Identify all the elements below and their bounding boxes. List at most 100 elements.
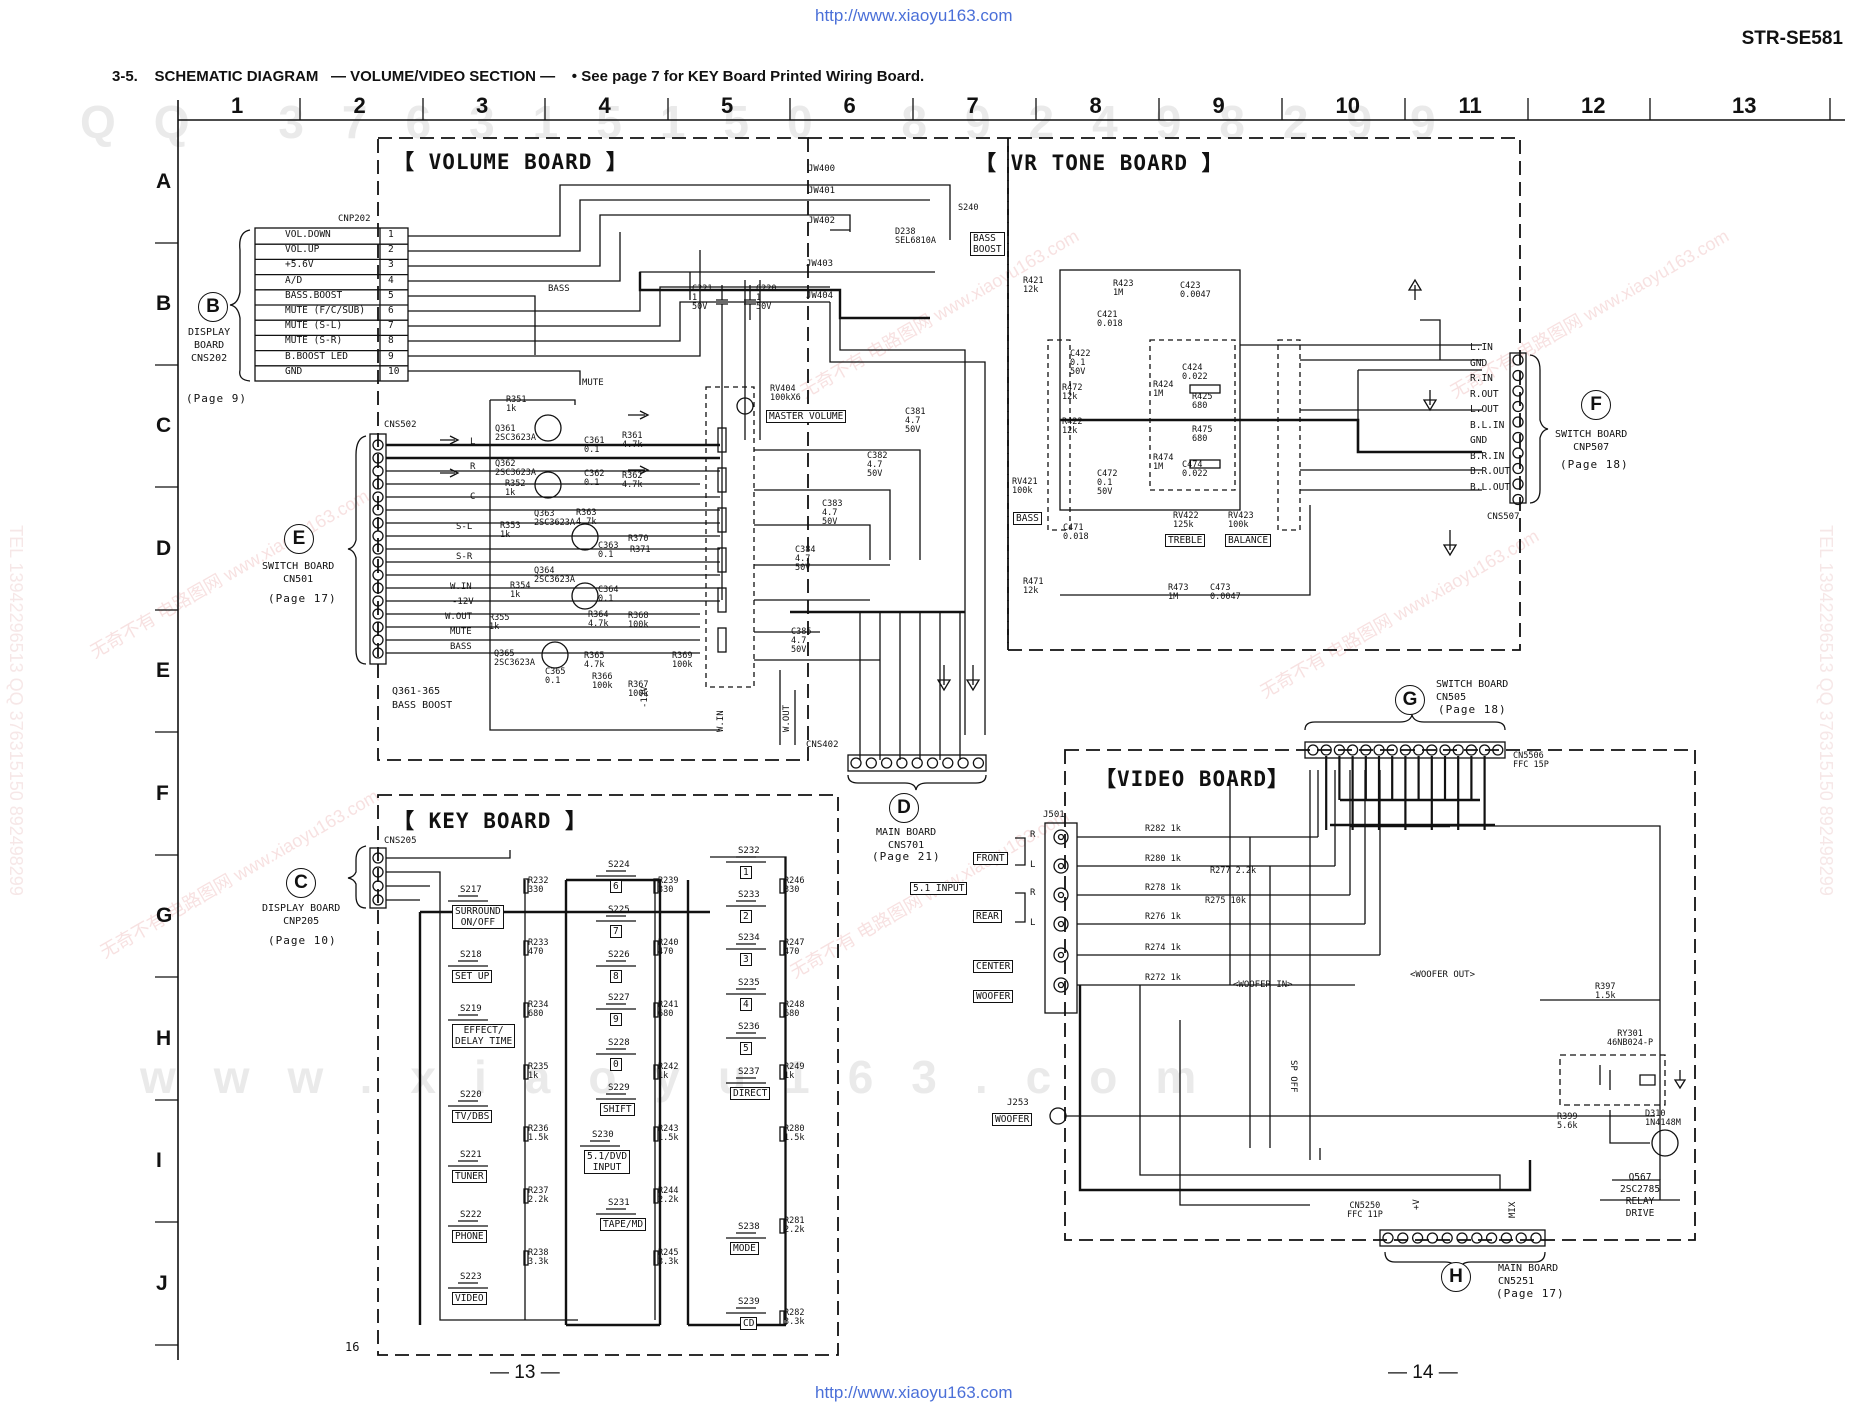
video-jack-label: CENTER <box>973 960 1014 973</box>
key-resistor-label: R248 680 <box>784 1000 805 1019</box>
video-jack-center <box>1057 981 1065 989</box>
key-switch-symbol <box>726 943 766 950</box>
key-switch-label: TUNER <box>452 1170 487 1183</box>
cn5250-pin <box>1500 1232 1513 1244</box>
key-switch-symbol <box>726 1232 766 1239</box>
key-switch-label: CD <box>740 1317 758 1330</box>
page-heading: 3-5. SCHEMATIC DIAGRAM — VOLUME/VIDEO SE… <box>112 68 924 85</box>
woofer-jack-label: WOOFER <box>992 1113 1033 1126</box>
cnp202-pin-name: MUTE (F/C/SUB) <box>285 305 366 316</box>
key-switch-ref: S225 <box>608 905 630 915</box>
callout-page-ref-c: (Page 10) <box>268 934 337 947</box>
cns502-pin <box>372 608 384 620</box>
cns402-ref: CNS402 <box>806 740 839 750</box>
key-switch-label: 9 <box>610 1013 622 1026</box>
key-switch-label: 0 <box>610 1058 622 1071</box>
key-switch-symbol <box>726 988 766 995</box>
video-resistor-label: R282 1k <box>1145 824 1181 834</box>
volume-part-label: Q365 2SC3623A <box>494 649 535 668</box>
cns402-pin <box>942 757 954 769</box>
key-switch-label: SURROUND ON/OFF <box>452 905 504 929</box>
rv404-gang <box>717 627 727 653</box>
callout-circle-h: H <box>1441 1262 1471 1292</box>
cns205-pin <box>372 894 384 906</box>
volume-part-label: C221 1 50V <box>692 284 713 312</box>
vr-tone-part-label: R425 680 <box>1192 392 1213 411</box>
key-switch-label: EFFECT/ DELAY TIME <box>452 1024 516 1048</box>
video-jack <box>1053 858 1069 874</box>
cns507-pin-label: R.OUT <box>1470 388 1499 400</box>
key-resistor-label: R242 1k <box>658 1062 679 1081</box>
cn5250-pin <box>1411 1232 1424 1244</box>
key-switch-ref: S226 <box>608 950 630 960</box>
jumper-jw401: JW401 <box>808 186 836 196</box>
key-switch-symbol <box>596 870 636 877</box>
cns502-pin <box>372 621 384 633</box>
vr-tone-part-label: R422 12k <box>1062 417 1083 436</box>
cns502-signal-label: C <box>470 492 476 502</box>
key-resistor-label: R239 330 <box>658 876 679 895</box>
video-resistor-label: R276 1k <box>1145 912 1181 922</box>
callout-board-name-e: SWITCH BOARD CN501 <box>262 561 335 585</box>
cns507-pin <box>1512 478 1524 490</box>
video-jack-label: WOOFER <box>973 990 1014 1003</box>
volume-part-label: R353 1k <box>500 521 521 540</box>
cns507-pin-label: GND <box>1470 435 1488 446</box>
key-switch-symbol <box>726 1077 766 1084</box>
key-switch-label: 1 <box>740 866 752 879</box>
volume-part-label: R370 <box>628 534 649 544</box>
watermark-qq: QQ 376315150 892498299 <box>80 96 1474 148</box>
source-url-top[interactable]: http://www.xiaoyu163.com <box>815 6 1013 25</box>
cns502-pin <box>372 556 384 568</box>
key-resistor-symbol <box>779 878 785 894</box>
grid-column-6: 6 <box>843 93 856 118</box>
bass-control-label: BASS <box>1013 512 1042 525</box>
source-url-bottom[interactable]: http://www.xiaoyu163.com <box>815 1383 1013 1402</box>
rv404-gang <box>717 507 727 533</box>
grid-column-1: 1 <box>231 93 244 118</box>
cns205-pin <box>372 852 384 864</box>
key-resistor-symbol <box>523 1126 529 1142</box>
bass-boost-switch-label: BASS BOOST <box>970 232 1005 256</box>
cnp202-pin-name: VOL.UP <box>285 244 320 256</box>
cns402-pin <box>972 757 985 769</box>
cn5506-pin <box>1452 744 1464 756</box>
volume-part-label: R366 100k <box>592 672 613 691</box>
cnp202-pin-name: GND <box>285 365 303 377</box>
key-switch-label: MODE <box>730 1242 759 1255</box>
cnp202-pin-number: 10 <box>388 365 400 377</box>
cnp202-pin-number: 5 <box>388 289 394 301</box>
volume-part-label: C381 4.7 50V <box>905 407 926 435</box>
key-resistor-label: R280 1.5k <box>784 1124 805 1143</box>
video-channel-letter: R <box>1030 888 1036 898</box>
key-switch-symbol <box>726 1307 766 1314</box>
bass-line-label: BASS <box>548 284 570 294</box>
key-resistor-label: R281 2.2k <box>784 1216 805 1235</box>
key-switch-label: DIRECT <box>730 1087 771 1100</box>
master-volume-label: MASTER VOLUME <box>766 410 847 423</box>
cnp202-pin-number: 8 <box>388 335 394 347</box>
cns507-pin <box>1512 354 1524 366</box>
key-switch-ref: S224 <box>608 860 630 870</box>
volume-part-label: C365 0.1 <box>545 667 566 686</box>
cns502-pin <box>372 543 384 555</box>
callout-circle-e: E <box>284 524 314 554</box>
vr-tone-part-label: RV421 100k <box>1012 477 1038 496</box>
video-jack <box>1053 829 1069 845</box>
cn5250-pin <box>1441 1232 1453 1244</box>
grid-row-I: I <box>156 1149 162 1172</box>
cn5506-pin <box>1492 744 1504 756</box>
volume-part-label: Q362 2SC3623A <box>495 459 536 478</box>
key-resistor-symbol <box>653 1064 659 1080</box>
key-resistor-symbol <box>779 1126 785 1142</box>
rv404-gang <box>717 427 727 453</box>
grid-row-C: C <box>156 414 172 437</box>
cns502-signal-label: R <box>470 462 476 472</box>
volume-part-label: R362 4.7k <box>622 471 643 490</box>
j253-ref: J253 <box>1007 1098 1029 1108</box>
cnp202-pin-name: +5.6V <box>285 259 314 271</box>
cns502-signal-label: BASS <box>450 642 472 652</box>
key-switch-ref: S220 <box>460 1090 482 1100</box>
key-resistor-label: R232 330 <box>528 876 549 895</box>
volume-board-title: 【 VOLUME BOARD 】 <box>393 150 629 174</box>
